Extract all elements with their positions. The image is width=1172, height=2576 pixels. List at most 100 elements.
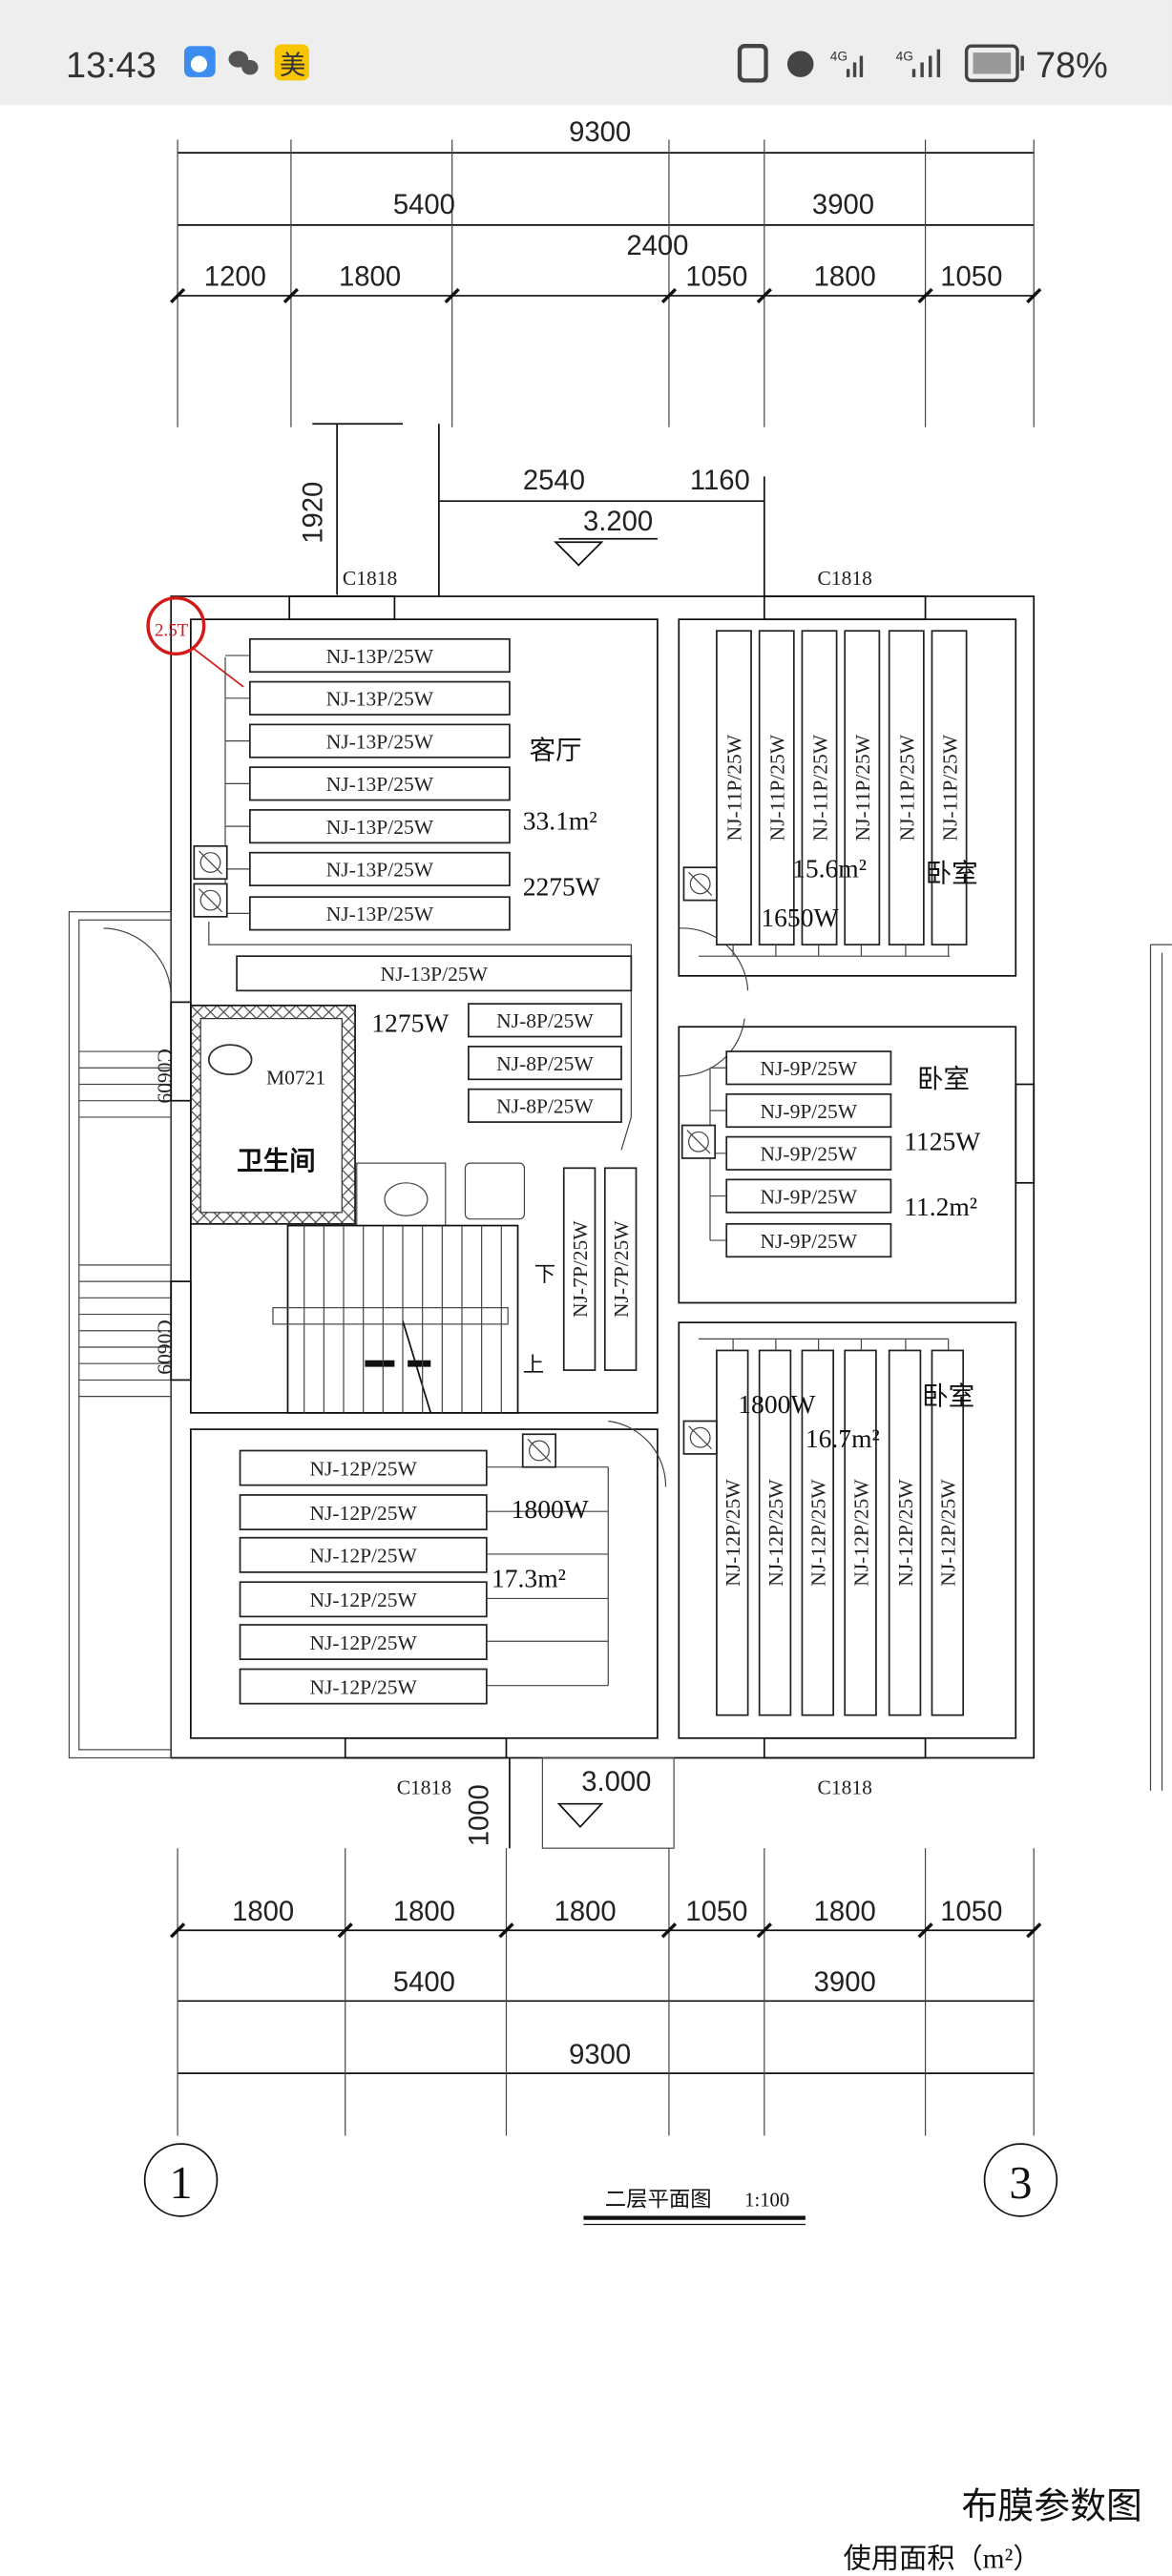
axis-bubble [983,2143,1058,2217]
heating-panel[interactable]: NJ-9P/25W [725,1135,892,1171]
heating-panel[interactable]: NJ-7P/25W [562,1167,596,1371]
heating-panel[interactable]: NJ-12P/25W [716,1349,749,1716]
room-name-bed3: 卧室 [922,1381,974,1410]
dim-tick [169,1922,186,1939]
heating-panel[interactable]: NJ-7P/25W [603,1167,638,1371]
panel-label: NJ-8P/25W [496,1052,594,1075]
heating-panel[interactable]: NJ-12P/25W [758,1349,792,1716]
power-bed3: 1800W [738,1389,815,1419]
dim-seg: 1050 [685,1897,747,1927]
heating-panel[interactable]: NJ-12P/25W [239,1668,488,1705]
heating-panel[interactable]: NJ-13P/25W [249,809,511,844]
elevation-top: 3.200 [583,507,653,537]
dim-right: 3900 [814,1967,876,1998]
revision-marker[interactable]: 2.5T [146,596,244,688]
panel-label: NJ-13P/25W [326,816,434,839]
sink-icon [384,1182,429,1216]
heating-panel[interactable]: NJ-12P/25W [931,1349,965,1716]
room-name-bed2: 卧室 [917,1064,970,1093]
panel-label: NJ-12P/25W [894,1479,917,1587]
room-name-living: 客厅 [530,736,582,765]
heating-panel[interactable]: NJ-13P/25W [249,851,511,886]
dim-seg: 1050 [685,262,747,293]
drawing-title: 二层平面图 [605,2188,712,2212]
heating-panel[interactable]: NJ-13P/25W [236,955,633,992]
heating-panel[interactable]: NJ-12P/25W [239,1449,488,1486]
heating-panel[interactable]: NJ-9P/25W [725,1092,892,1129]
dim-tick [660,1922,678,1939]
heating-panel[interactable]: NJ-12P/25W [239,1536,488,1573]
window-c1818 [763,1736,927,1759]
dim-seg: 1200 [204,262,266,293]
panel-label: NJ-9P/25W [761,1230,858,1253]
heating-panel[interactable]: NJ-11P/25W [931,630,968,945]
dim-left: 5400 [393,190,455,220]
heating-panel[interactable]: NJ-13P/25W [249,766,511,801]
panel-label: NJ-13P/25W [326,903,434,925]
dim-seg: 1050 [940,1897,1002,1927]
heating-panel[interactable]: NJ-13P/25W [249,680,511,716]
heating-panel[interactable]: NJ-12P/25W [844,1349,877,1716]
heating-panel[interactable]: NJ-9P/25W [725,1222,892,1258]
area-living: 33.1m² [523,806,597,836]
thermostat-icon[interactable] [193,844,228,881]
heating-panel[interactable]: NJ-8P/25W [468,1046,622,1081]
heating-panel[interactable]: NJ-11P/25W [801,630,838,945]
heating-panel[interactable]: NJ-8P/25W [468,1088,622,1123]
power-bed2: 1125W [904,1126,980,1155]
panel-label: NJ-8P/25W [496,1009,594,1032]
heating-panel[interactable]: NJ-12P/25W [888,1349,922,1716]
window-label: C1818 [818,1776,872,1798]
heating-panel[interactable]: NJ-11P/25W [716,630,752,945]
heating-panel[interactable]: NJ-13P/25W [249,896,511,931]
thermostat-icon[interactable] [521,1433,557,1468]
dim-upper-b: 1160 [690,466,750,496]
dim-tick [337,1922,353,1939]
heating-panel[interactable]: NJ-9P/25W [725,1178,892,1214]
wechat-icon [228,51,259,75]
dim-tick [283,287,300,304]
dim-upper-left: 1920 [299,482,329,544]
heating-panel[interactable]: NJ-11P/25W [844,630,881,945]
heating-panel[interactable]: NJ-12P/25W [801,1349,835,1716]
heating-panel[interactable]: NJ-12P/25W [239,1494,488,1530]
window-label: C0609 [153,1049,176,1103]
meituan-icon [274,44,309,81]
dim-tick [1026,287,1042,304]
heating-panel[interactable]: NJ-11P/25W [758,630,795,945]
heating-panel[interactable]: NJ-12P/25W [239,1581,488,1618]
network-type-1: 4G [830,50,848,64]
heating-panel[interactable]: NJ-9P/25W [725,1050,892,1086]
signal-icon-1 [846,55,864,77]
dim-seg: 1800 [555,1897,617,1927]
panel-label: NJ-9P/25W [761,1143,858,1166]
toilet-icon [207,1044,253,1076]
area-bed3: 16.7m² [806,1423,880,1453]
panel-label: NJ-11P/25W [723,734,746,841]
panel-label: NJ-12P/25W [309,1457,417,1480]
heating-panel[interactable]: NJ-11P/25W [888,630,925,945]
thermostat-icon[interactable] [193,883,228,918]
dim-seg: 1800 [232,1897,294,1927]
heating-panel[interactable]: NJ-12P/25W [239,1624,488,1661]
thermostat-icon[interactable] [680,1124,717,1159]
signal-icon-2 [911,49,941,77]
window-c1818 [763,595,927,621]
dim-tick [498,1922,514,1939]
panel-label: NJ-12P/25W [807,1479,830,1587]
washer-icon [464,1162,526,1220]
heating-panel[interactable]: NJ-8P/25W [468,1003,622,1038]
window-label: C1818 [397,1776,451,1798]
window-label: C1818 [343,567,397,590]
thermostat-icon[interactable] [682,866,718,902]
dim-total: 9300 [569,2040,631,2070]
heating-panel[interactable]: NJ-13P/25W [249,723,511,758]
panel-label: NJ-7P/25W [610,1220,633,1318]
power-hall: 1275W [371,1008,449,1037]
dim-tick [169,287,186,304]
alarm-icon [786,51,814,77]
heating-panel[interactable]: NJ-13P/25W [249,637,511,674]
thermostat-icon[interactable] [682,1420,718,1455]
window-label: C1818 [818,567,872,590]
